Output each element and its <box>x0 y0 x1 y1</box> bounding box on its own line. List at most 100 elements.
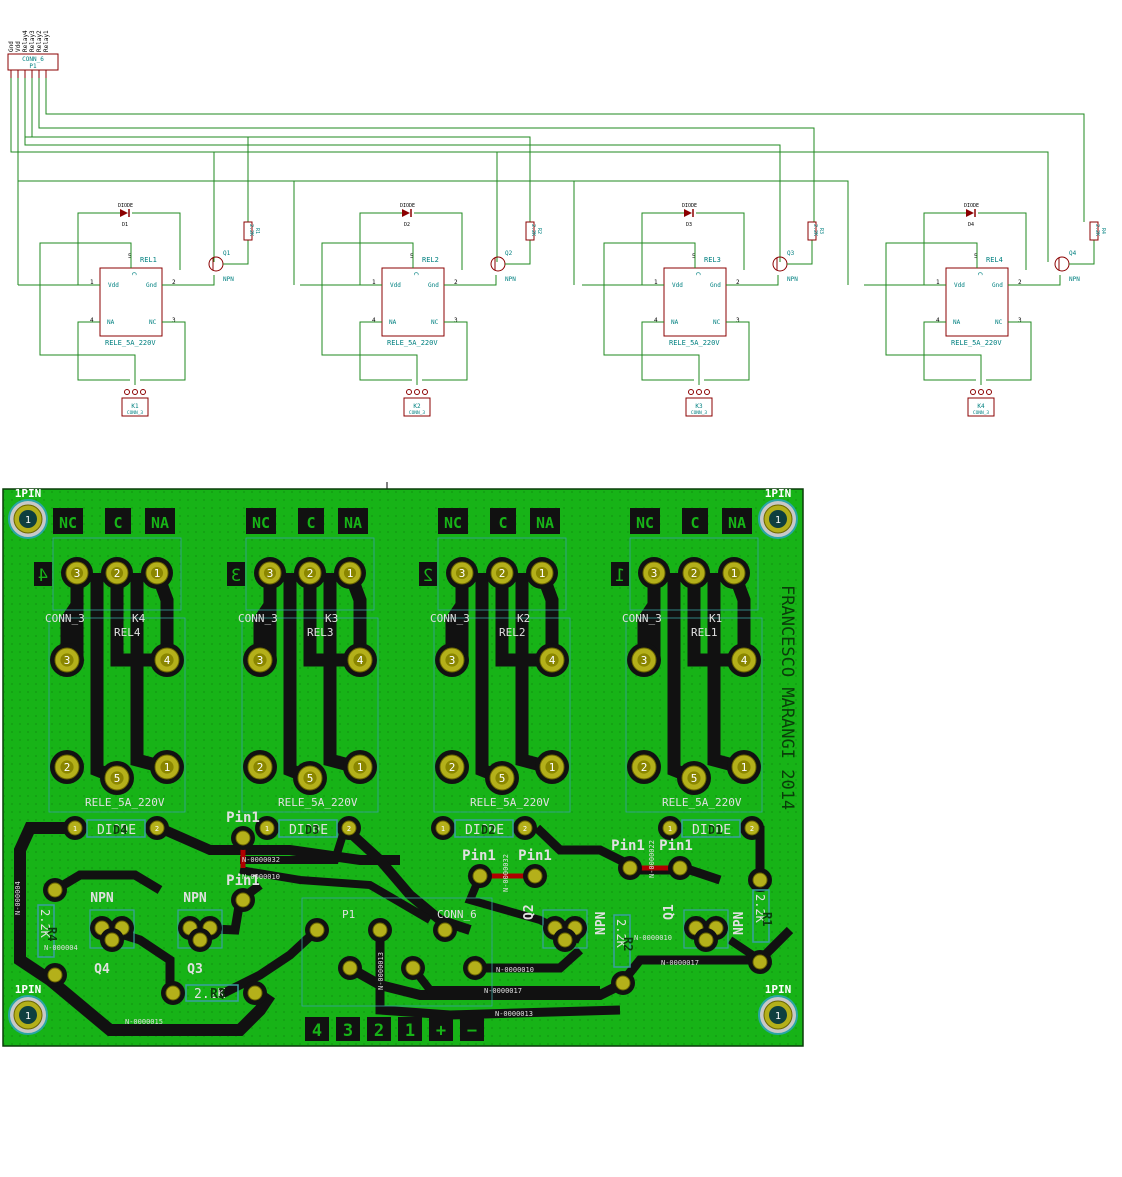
copper-trace <box>52 870 163 894</box>
transistor-type: NPN <box>787 276 798 283</box>
diode-symbol <box>966 209 974 217</box>
relay-na-wire <box>923 321 976 381</box>
pad[interactable] <box>472 868 488 884</box>
pcb-transistor-q2[interactable] <box>542 909 588 952</box>
relay-pin5: 5 <box>692 253 696 260</box>
relay-pin4: 4 <box>372 317 376 324</box>
terminal-label-na: NA <box>151 514 169 532</box>
output-pin <box>414 389 420 395</box>
pad-hole <box>687 771 701 785</box>
output-pin <box>422 389 428 395</box>
pad[interactable] <box>235 830 251 846</box>
pad[interactable] <box>192 932 208 948</box>
pad[interactable] <box>235 892 251 908</box>
diode-right-wire <box>978 212 1027 270</box>
pad-hole <box>253 760 267 774</box>
pad[interactable] <box>557 932 573 948</box>
q1-ref: Q1 <box>662 904 677 920</box>
net-label: N-0000010 <box>496 966 534 974</box>
pad-hole <box>727 566 741 580</box>
relay-gnd-wire <box>444 275 497 286</box>
pad[interactable] <box>615 975 631 991</box>
pad[interactable] <box>372 922 388 938</box>
pin1-label: Pin1 <box>659 838 693 854</box>
resistor-value: 2.2K <box>812 224 818 236</box>
pad[interactable] <box>149 820 165 836</box>
pad[interactable] <box>259 820 275 836</box>
pad[interactable] <box>698 932 714 948</box>
pad[interactable] <box>47 882 63 898</box>
pcb-transistor-q4[interactable] <box>89 909 135 952</box>
relay-c: C <box>694 272 701 276</box>
relay-vdd: Vdd <box>672 282 683 289</box>
pad[interactable] <box>435 820 451 836</box>
relay-gnd-wire <box>162 275 215 286</box>
resistor-value: 2.2K <box>614 919 628 949</box>
pad[interactable] <box>405 960 421 976</box>
pad[interactable] <box>752 872 768 888</box>
pad[interactable] <box>467 960 483 976</box>
net-label: N-0000032 <box>242 856 280 864</box>
pad[interactable] <box>341 820 357 836</box>
resistor-value: 2.2K <box>753 894 767 924</box>
pad[interactable] <box>744 820 760 836</box>
resistor-ref: R3 <box>210 987 226 1002</box>
pcb-pin-label: + <box>436 1021 446 1041</box>
terminal-plate <box>490 508 516 534</box>
pad-number: 2 <box>155 825 159 833</box>
pad[interactable] <box>527 868 543 884</box>
resistor-body <box>613 914 631 968</box>
pad[interactable] <box>672 860 688 876</box>
pad[interactable] <box>67 820 83 836</box>
pad[interactable] <box>247 985 263 1001</box>
pad-number: 1 <box>73 825 77 833</box>
resistor-ref: R1 <box>254 228 260 234</box>
pcb-transistor-q1[interactable] <box>683 909 729 952</box>
mount-hole <box>769 510 787 528</box>
pad[interactable] <box>622 860 638 876</box>
pad-hole <box>535 566 549 580</box>
relay-outline <box>433 617 571 813</box>
diode-value-silk: DIODE <box>692 823 731 838</box>
pad[interactable] <box>437 922 453 938</box>
pad-number: 1 <box>741 761 748 774</box>
transistor-symbol <box>208 256 224 272</box>
relay-ref: REL1 <box>140 256 157 264</box>
pad[interactable] <box>104 932 120 948</box>
pad[interactable] <box>47 967 63 983</box>
pad[interactable] <box>165 985 181 1001</box>
pad-number: 1 <box>441 825 445 833</box>
pad[interactable] <box>662 820 678 836</box>
pcb-transistor-q3[interactable] <box>177 909 223 952</box>
base-wire <box>223 240 249 265</box>
pad[interactable] <box>309 922 325 938</box>
pad-hole <box>647 566 661 580</box>
pad[interactable] <box>752 954 768 970</box>
pad-hole <box>353 653 367 667</box>
pad[interactable] <box>517 820 533 836</box>
pad[interactable] <box>342 960 358 976</box>
pad-number: 4 <box>741 654 748 667</box>
